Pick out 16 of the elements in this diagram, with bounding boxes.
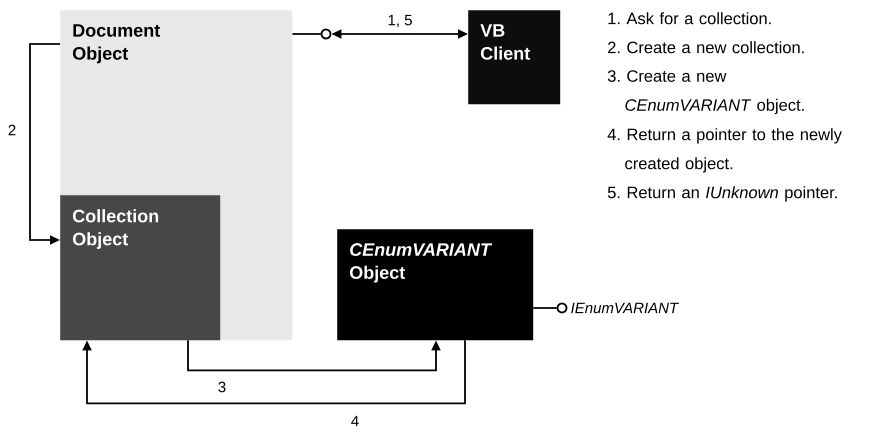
interface-circle: [320, 28, 332, 40]
object-box: CEnumVARIANT Object: [337, 229, 534, 340]
edge-label: 4: [350, 414, 360, 428]
edge-label: 1, 5: [386, 14, 414, 28]
edge-label: 2: [6, 124, 18, 136]
step-text: 1. Ask for a collection.: [608, 12, 771, 24]
arrow: [82, 340, 466, 404]
step-text: 3. Create a new CEnumVARIANT object.: [608, 70, 804, 114]
client-box: VB Client: [468, 10, 560, 104]
edge-label: 3: [216, 380, 228, 394]
object-box: Collection Object: [60, 195, 220, 340]
step-text: 2. Create a new collection.: [608, 41, 804, 54]
step-text: 5. Return an IUnknown pointer.: [608, 186, 837, 202]
interface-circle: [556, 302, 568, 314]
step-text: 4. Return a pointer to the newly created object.: [608, 128, 842, 173]
interface-label: IEnumVARIANT: [571, 302, 679, 314]
